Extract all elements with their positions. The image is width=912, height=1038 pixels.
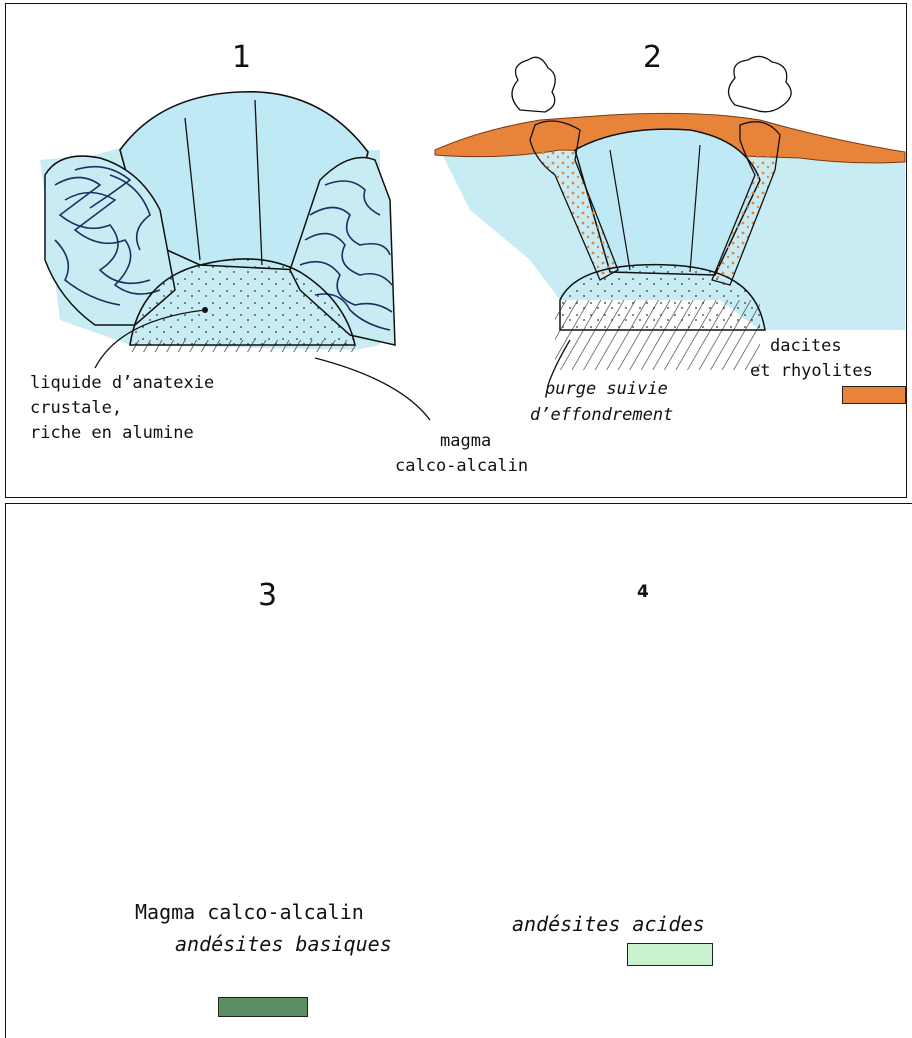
panel-stages-3-4 (5, 503, 912, 1038)
label-purge-line1: purge suivie (545, 378, 668, 400)
label-anatexis-line3: riche en alumine (30, 422, 194, 444)
label-anatexis-line1: liquide d’anatexie (30, 372, 214, 394)
legend-dacites-line1: dacites (770, 335, 842, 357)
label-purge-line2: d’effondrement (530, 404, 673, 426)
stage1-number: 1 (232, 40, 251, 75)
legend-dacites-swatch (842, 386, 906, 404)
legend-andesites-acides: andésites acides (512, 912, 705, 936)
label-magma-calco-alcalin: Magma calco-alcalin (135, 900, 364, 924)
label-anatexis-line2: crustale, (30, 397, 122, 419)
stage1-drawing (40, 92, 430, 420)
stage4-number: 4 (637, 582, 649, 602)
legend-basiques-swatch (218, 997, 308, 1017)
legend-dacites-line2: et rhyolites (750, 360, 873, 382)
legend-andesites-basiques: andésites basiques (175, 932, 392, 956)
label-magma-line2: calco-alcalin (395, 455, 528, 477)
stage2-plume-left (512, 57, 555, 112)
stage2-plume-right (729, 56, 792, 111)
stage1-magma-hatch (130, 340, 355, 352)
stage2-magma-hatch (555, 300, 760, 370)
legend-acides-swatch (627, 943, 713, 966)
stage3-number: 3 (258, 578, 277, 613)
label-magma-line1: magma (440, 430, 491, 452)
stage2-number: 2 (643, 40, 662, 75)
